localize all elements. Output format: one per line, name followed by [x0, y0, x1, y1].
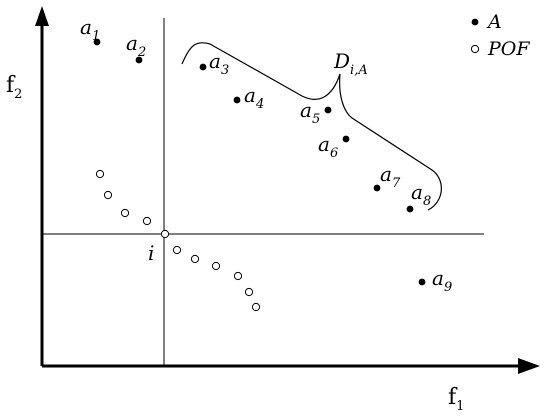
point-a6: [342, 135, 350, 143]
pof-point: [211, 261, 221, 271]
pof-point: [172, 245, 182, 255]
distance-label: Di,A: [333, 49, 368, 78]
distance-bracket: [181, 42, 442, 211]
a-points: [93, 38, 426, 286]
reference-point-label: i: [148, 241, 154, 265]
reference-point-i: [160, 229, 170, 239]
point-a9: [418, 278, 426, 286]
point-a2: [135, 56, 143, 64]
pof-point: [190, 254, 200, 264]
point-a1: [93, 38, 101, 46]
label-a2: a2: [126, 31, 146, 60]
label-a8: a8: [411, 180, 431, 209]
pof-point: [233, 271, 243, 281]
legend-hollow-marker: [470, 44, 480, 54]
point-a3: [199, 63, 207, 71]
x-axis-label: f1: [448, 385, 464, 414]
legend-filled-marker: [471, 18, 479, 26]
label-a7: a7: [380, 162, 401, 191]
label-a6: a6: [318, 132, 338, 161]
pof-point: [251, 302, 261, 312]
pof-points: [95, 169, 261, 312]
y-axis-arrowhead: [35, 6, 49, 26]
pof-point: [142, 216, 152, 226]
label-a3: a3: [209, 49, 229, 78]
y-axis-label: f2: [6, 73, 22, 102]
pof-point: [95, 169, 105, 179]
pof-point: [120, 208, 130, 218]
label-a5: a5: [300, 98, 320, 127]
label-a9: a9: [432, 266, 452, 295]
label-a4: a4: [244, 83, 264, 112]
point-a5: [324, 106, 332, 114]
label-a1: a1: [80, 15, 100, 44]
a-point-labels: a1 a2 a3 a4 a5 a6 a7 a8 a9: [80, 15, 452, 295]
pof-point: [244, 287, 254, 297]
pof-point: [103, 190, 113, 200]
legend-hollow-label: POF: [487, 38, 530, 60]
legend-filled-label: A: [486, 11, 502, 33]
x-axis-arrowhead: [518, 358, 540, 374]
legend: A POF: [470, 11, 530, 60]
point-a4: [233, 96, 241, 104]
point-a7: [373, 184, 381, 192]
point-a8: [406, 205, 414, 213]
